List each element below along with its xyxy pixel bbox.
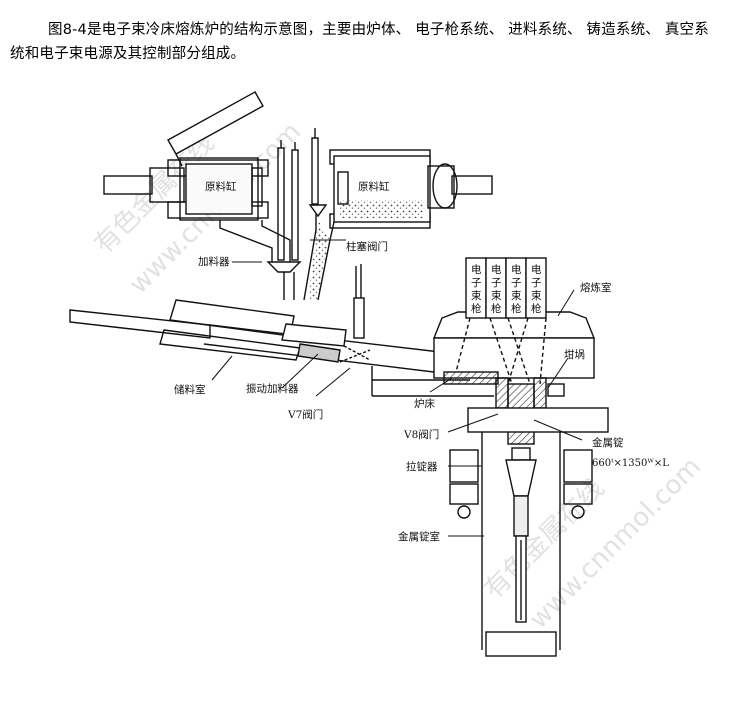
casting-column xyxy=(449,377,609,657)
svg-text:束: 束 xyxy=(491,290,502,302)
raw-bin-left-label: 原料缸 xyxy=(205,180,237,193)
raw-bin-right-assembly xyxy=(303,149,493,301)
svg-text:枪: 枪 xyxy=(491,302,502,315)
svg-text:束: 束 xyxy=(511,290,522,302)
melting-chamber-label: 熔炼室 xyxy=(580,281,612,294)
furnace-hearth-label: 炉床 xyxy=(414,397,435,410)
svg-text:子: 子 xyxy=(511,277,522,289)
ingot-puller-label: 拉锭器 xyxy=(406,460,438,473)
vibratory-feeder-label: 振动加料器 xyxy=(246,382,299,395)
crucible-label: 坩埚 xyxy=(564,348,585,361)
v8-valve-label: V8阀门 xyxy=(403,428,439,441)
storage-chamber-label: 储料室 xyxy=(174,383,206,396)
svg-text:电: 电 xyxy=(491,263,502,276)
svg-text:子: 子 xyxy=(471,277,482,289)
raw-bin-right-label: 原料缸 xyxy=(358,180,390,193)
electron-gun-4-label: 电 子 束 枪 xyxy=(531,263,542,315)
svg-text:枪: 枪 xyxy=(531,302,542,315)
metal-ingot-label: 金属锭 xyxy=(592,436,624,449)
svg-text:束: 束 xyxy=(531,290,542,302)
svg-text:子: 子 xyxy=(491,277,502,289)
svg-text:枪: 枪 xyxy=(511,302,522,315)
ingot-size-label: 660ᵗ×1350ᵂ×L xyxy=(592,458,669,469)
electron-gun-2-label: 电 子 束 枪 xyxy=(491,263,502,315)
ingot-chamber-label: 金属锭室 xyxy=(398,530,440,543)
raw-bin-left-assembly xyxy=(103,91,291,262)
svg-text:电: 电 xyxy=(531,263,542,276)
svg-text:子: 子 xyxy=(531,277,542,289)
diagram-labels: 原料缸 原料缸 加料器 柱塞阀门 储料室 振动加料器 V7阀门 炉床 熔炼室 坩… xyxy=(174,180,669,543)
v7-valve-label: V7阀门 xyxy=(287,408,323,421)
svg-text:枪: 枪 xyxy=(471,302,482,315)
melting-chamber-body xyxy=(371,311,596,397)
electron-gun-array xyxy=(465,257,547,319)
electron-gun-3-label: 电 子 束 枪 xyxy=(511,263,522,315)
plunger-valve-label: 柱塞阀门 xyxy=(346,240,388,253)
feeder-rods xyxy=(266,128,319,300)
svg-text:电: 电 xyxy=(471,263,482,276)
electron-gun-1-label: 电 子 束 枪 xyxy=(471,263,482,315)
feeder-label: 加料器 xyxy=(198,255,230,268)
figure-caption: 图8-4是电子束冷床熔炼炉的结构示意图，主要由炉体、 电子枪系统、 进料系统、 … xyxy=(10,22,709,62)
storage-chamber-tubes xyxy=(69,264,451,375)
leader-lines xyxy=(211,239,583,537)
svg-text:电: 电 xyxy=(511,263,522,276)
svg-text:束: 束 xyxy=(471,290,482,302)
